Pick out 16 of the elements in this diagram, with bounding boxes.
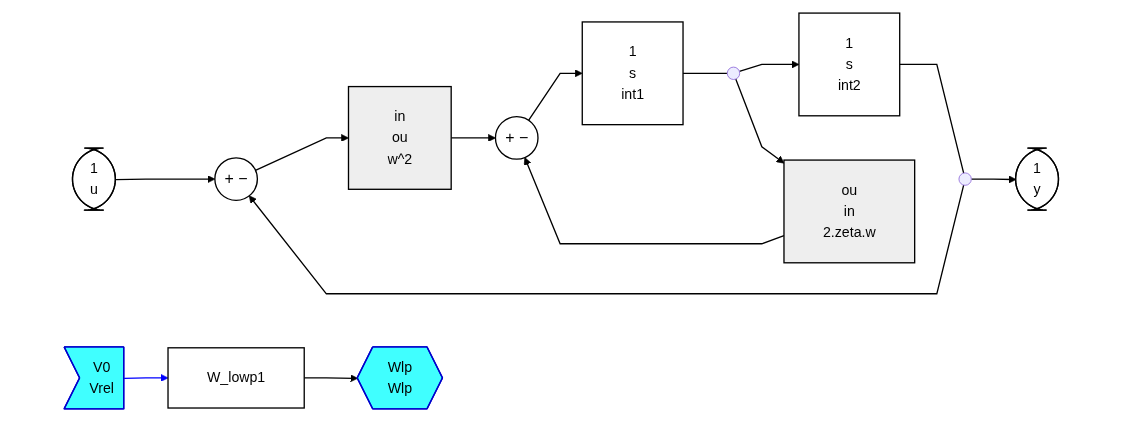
node-box: in ou w^2 bbox=[347, 85, 452, 190]
node-circle: + − bbox=[213, 156, 258, 201]
arrow bbox=[450, 133, 496, 142]
arrow bbox=[303, 373, 358, 382]
node-circle bbox=[726, 66, 740, 80]
arrow bbox=[734, 77, 785, 163]
node-circle bbox=[958, 171, 972, 186]
node-box: 1 s int2 bbox=[798, 11, 901, 116]
node-box: ou in 2.zeta.w bbox=[783, 158, 916, 263]
node-box: 1 s int1 bbox=[581, 20, 684, 125]
arrow bbox=[248, 183, 965, 294]
node-box: W_lowp1 bbox=[167, 346, 305, 409]
node-circle: + − bbox=[494, 115, 539, 160]
arrow bbox=[738, 60, 799, 72]
connector bbox=[682, 72, 728, 74]
arrow bbox=[254, 133, 349, 171]
